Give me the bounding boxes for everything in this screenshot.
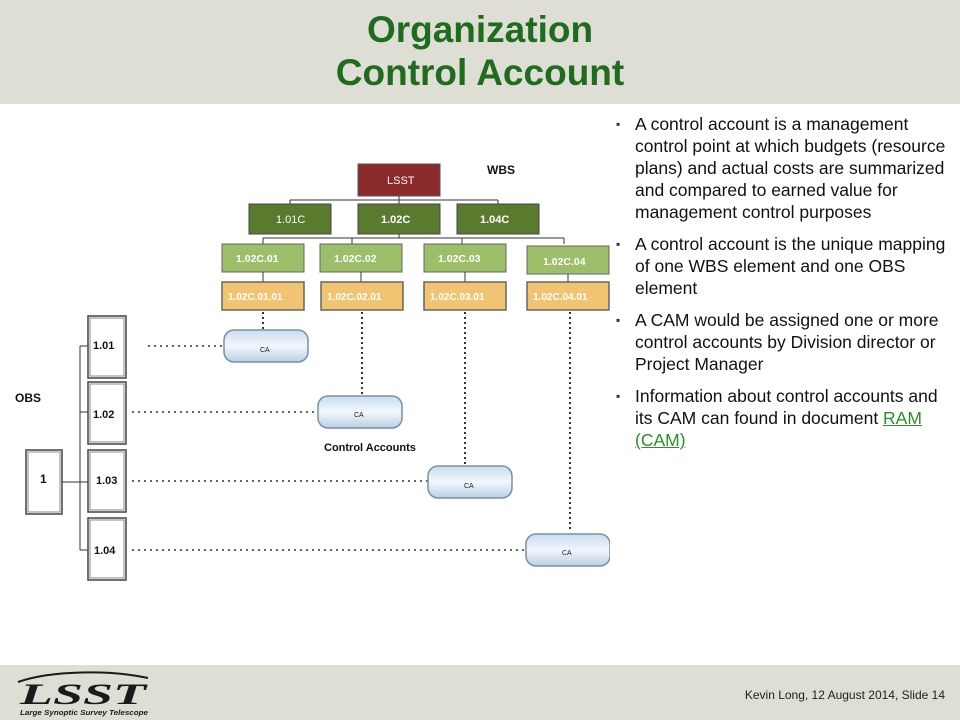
obs-label-1-01: 1.01 (93, 340, 114, 352)
wbs-box-1-02c-02-01 (320, 281, 404, 311)
obs-root-box-inner (27, 451, 61, 513)
ca-label-4: CA (562, 550, 572, 557)
obs-label-1-03: 1.03 (96, 475, 117, 487)
bullet-text: A control account is a management contro… (635, 114, 946, 222)
wbs-label-1-02c-04-01: 1.02C.04.01 (533, 292, 588, 303)
bullet-marker: ▪ (616, 237, 621, 251)
bullet-item: ▪ A control account is a management contr… (615, 113, 955, 223)
wbs-connectors-level3 (262, 272, 569, 282)
wbs-connectors-level1 (289, 196, 499, 204)
logo-wordmark: LSST (18, 678, 149, 711)
obs-box-1-03 (87, 449, 127, 513)
wbs-connectors-level2 (262, 234, 565, 244)
ca-pill-2 (317, 395, 403, 429)
obs-label-1-04: 1.04 (94, 545, 116, 557)
wbs-box-1-01c (248, 203, 332, 235)
header-band (0, 0, 960, 104)
obs-label-1-02: 1.02 (93, 409, 114, 421)
wbs-label-1-02c-01: 1.02C.01 (236, 253, 279, 265)
title-line-2: Control Account (335, 52, 625, 93)
wbs-box-1-02c-02 (319, 243, 403, 273)
logo-swoosh (17, 671, 149, 683)
wbs-box-1-04c (456, 203, 540, 235)
wbs-label-1-02c-03-01: 1.02C.03.01 (430, 292, 485, 303)
wbs-root-label: LSST (387, 175, 415, 187)
obs-box-1-03-inner (89, 451, 125, 511)
footer-band (0, 665, 960, 720)
obs-dotted-links (132, 345, 526, 551)
wbs-root-box (357, 163, 441, 197)
bullet-marker: ▪ (616, 313, 621, 327)
wbs-label-1-02c-03: 1.02C.03 (438, 253, 481, 265)
ram-cam-link[interactable]: RAM (CAM) (635, 408, 922, 450)
wbs-label-1-02c-01-01: 1.02C.01.01 (228, 292, 283, 303)
wbs-label: WBS (487, 163, 515, 177)
bullet-marker: ▪ (616, 389, 621, 403)
bullet-text: A control account is the unique mapping … (635, 234, 946, 298)
obs-root-label: 1 (40, 472, 47, 486)
lsst-logo: LSST Large Synoptic Survey Telescope (17, 671, 149, 717)
wbs-box-1-02c (357, 203, 441, 235)
ca-label-2: CA (354, 412, 364, 419)
obs-box-1-02 (87, 381, 127, 445)
wbs-label-1-02c-04: 1.02C.04 (543, 256, 586, 268)
ca-pill-1 (223, 329, 309, 363)
wbs-label-1-02c-02-01: 1.02C.02.01 (327, 292, 382, 303)
bullet-item: ▪ A CAM would be assigned one or more con… (615, 309, 955, 375)
wbs-box-1-02c-03-01 (423, 281, 507, 311)
logo-subtitle: Large Synoptic Survey Telescope (20, 708, 148, 717)
org-control-account-diagram: WBS LSST 1.01C 1.02C 1.04C 1.02C.01 1.02… (15, 163, 610, 581)
obs-box-1-01-inner (89, 317, 125, 377)
wbs-box-1-02c-01-01 (221, 281, 305, 311)
ca-pill-3 (427, 465, 513, 499)
title-line-1: Organization (366, 9, 594, 50)
ca-pill-4 (525, 533, 610, 567)
obs-label: OBS (15, 391, 41, 405)
bullet-item: ▪ Information about control accounts and … (615, 385, 955, 451)
obs-box-1-04 (87, 517, 127, 581)
wbs-label-1-02c: 1.02C (381, 214, 410, 226)
wbs-box-1-02c-04 (526, 245, 610, 275)
obs-connectors (62, 345, 88, 551)
obs-box-1-02-inner (89, 383, 125, 443)
obs-root-box (25, 449, 63, 515)
wbs-box-1-02c-01 (221, 243, 305, 273)
wbs-label-1-01c: 1.01C (276, 214, 305, 226)
ca-label-1: CA (260, 347, 270, 354)
slide-credit: Kevin Long, 12 August 2014, Slide 14 (744, 688, 945, 702)
wbs-label-1-04c: 1.04C (480, 214, 509, 226)
bullet-list: ▪ A control account is a management contr… (615, 113, 955, 461)
bullet-marker: ▪ (616, 117, 621, 131)
wbs-label-1-02c-02: 1.02C.02 (334, 253, 377, 265)
wbs-box-1-02c-04-01 (526, 281, 610, 311)
wbs-box-1-02c-03 (423, 243, 507, 273)
obs-box-1-01 (87, 315, 127, 379)
bullet-item: ▪ A control account is the unique mapping… (615, 233, 955, 299)
ca-label-3: CA (464, 483, 474, 490)
bullet-text: A CAM would be assigned one or more cont… (635, 310, 939, 374)
bullet-text: Information about control accounts and i… (635, 386, 938, 428)
control-accounts-label: Control Accounts (324, 442, 416, 454)
slide-title: Organization Control Account (0, 8, 960, 94)
obs-box-1-04-inner (89, 519, 125, 579)
wbs-dotted-links (262, 312, 571, 532)
